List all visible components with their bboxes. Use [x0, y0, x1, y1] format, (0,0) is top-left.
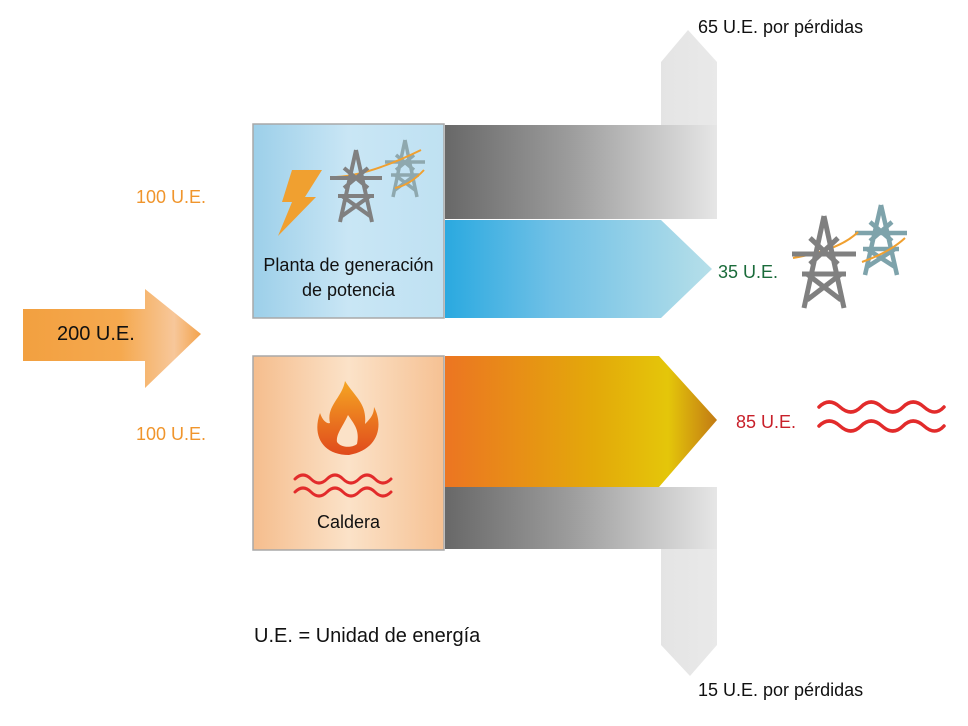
- legend-text: U.E. = Unidad de energía: [254, 625, 481, 647]
- heat-output-label: 85 U.E.: [736, 412, 797, 432]
- electricity-output-label: 35 U.E.: [718, 262, 779, 282]
- heat-output-waves-icon: [817, 400, 946, 433]
- flame-icon: [317, 381, 379, 455]
- power-plant-input-label: 100 U.E.: [136, 187, 207, 207]
- power-plant-loss-label: 65 U.E. por pérdidas: [698, 17, 864, 37]
- power-plant-box-label-line2: de potencia: [301, 280, 396, 300]
- power-output-tower-icon: [792, 204, 907, 309]
- boiler-loss-flow: [445, 487, 717, 676]
- power-plant-loss-flow: [445, 30, 717, 219]
- electricity-flow-arrow: [445, 220, 712, 318]
- heat-waves-icon: [293, 473, 393, 498]
- input-arrow: [23, 289, 201, 388]
- input-label: 200 U.E.: [57, 323, 135, 345]
- lightning-bolt-icon: [278, 170, 322, 236]
- boiler-loss-label: 15 U.E. por pérdidas: [698, 680, 864, 700]
- heat-flow-arrow: [445, 356, 717, 487]
- power-tower-icon: [330, 139, 425, 223]
- power-plant-box-label-line1: Planta de generación: [263, 255, 434, 275]
- boiler-input-label: 100 U.E.: [136, 424, 207, 444]
- boiler-box-label: Caldera: [316, 512, 381, 532]
